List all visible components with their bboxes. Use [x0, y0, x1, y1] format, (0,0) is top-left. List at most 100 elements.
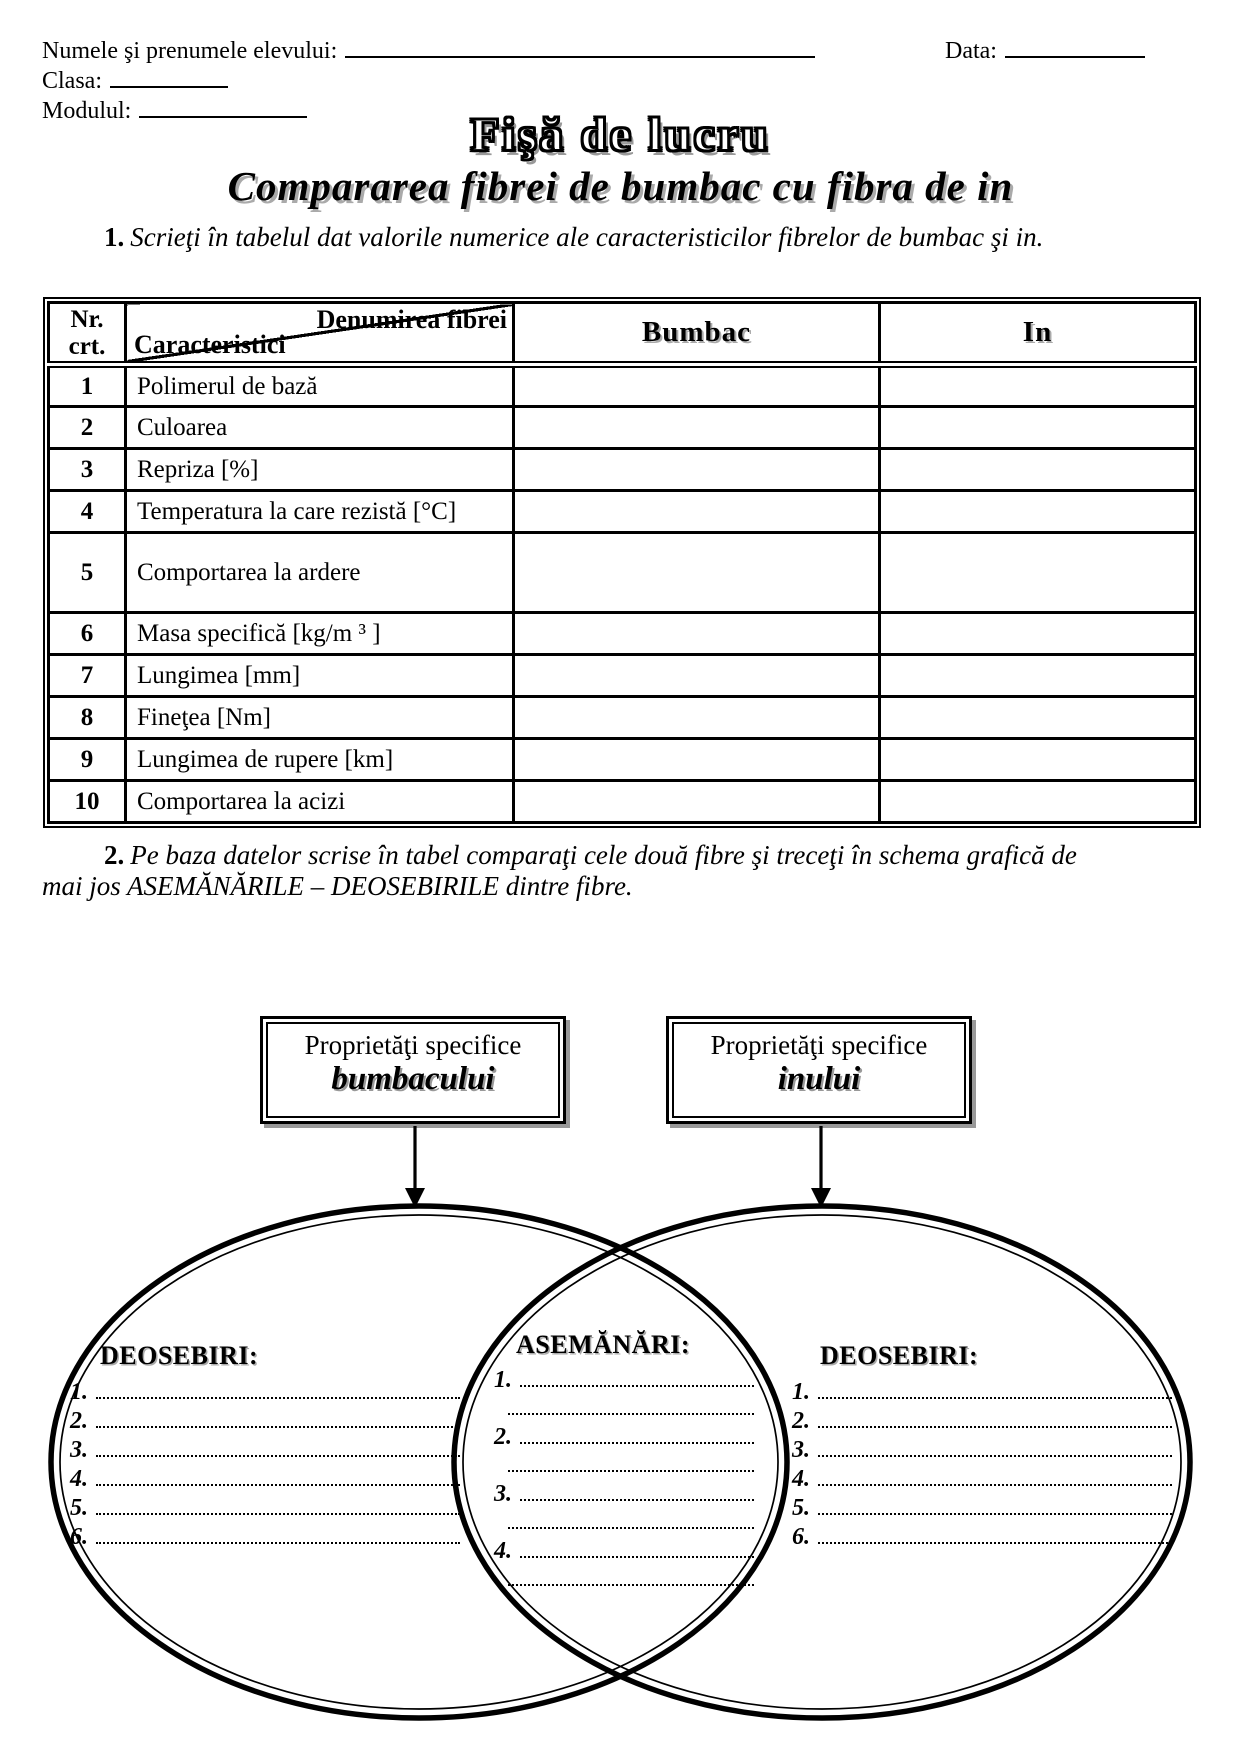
module-line: Modulul: — [42, 96, 1196, 126]
table-row: 9 Lungimea de rupere [km] — [47, 737, 1197, 782]
in-value-cell — [878, 489, 1197, 534]
item-number: 2. — [70, 1408, 88, 1434]
item-number: 4. — [70, 1466, 88, 1492]
row-label-cell: Fineţea [Nm] — [124, 695, 515, 740]
differences-right-list: 1. 2. 3. 4. 5. 6. — [792, 1376, 1174, 1550]
dotted-fill-line — [520, 1441, 754, 1444]
list-item: 3. — [70, 1434, 462, 1463]
task1-number: 1. — [104, 222, 125, 252]
right-ellipse — [451, 1203, 1193, 1721]
row-label-cell: Lungimea de rupere [km] — [124, 737, 515, 782]
module-blank-line — [139, 96, 308, 118]
dotted-fill-line — [508, 1413, 754, 1415]
in-value-cell — [878, 611, 1197, 656]
header-block: Numele şi prenumele elevului: Data: Clas… — [42, 36, 1196, 126]
list-item: 1. — [70, 1376, 462, 1405]
row-label-cell: Polimerul de bază — [124, 363, 515, 408]
dotted-fill-line — [96, 1397, 460, 1399]
differences-right-title: DEOSEBIRI: — [820, 1341, 979, 1370]
row-number-cell: 9 — [47, 737, 127, 782]
flax-box-line1: Proprietăţi specifice — [710, 1030, 928, 1060]
table-row: 10 Comportarea la acizi — [47, 779, 1197, 824]
left-ellipse — [48, 1203, 790, 1721]
dotted-fill-line — [520, 1498, 754, 1501]
dotted-fill-line — [96, 1455, 460, 1457]
bumbac-value-cell — [512, 737, 881, 782]
row-number-cell: 10 — [47, 779, 127, 824]
item-number: 1. — [792, 1379, 810, 1405]
flax-properties-box-inner: Proprietăţi specifice inului — [672, 1022, 966, 1118]
dotted-fill-line — [96, 1484, 460, 1486]
dotted-fill-line — [818, 1426, 1172, 1428]
in-value-cell — [878, 363, 1197, 408]
row-label-cell: Comportarea la ardere — [124, 531, 515, 614]
dotted-fill-line — [508, 1527, 754, 1529]
dotted-fill-line — [818, 1455, 1172, 1457]
in-value-cell — [878, 737, 1197, 782]
venn-diagram-graphic — [48, 1126, 1193, 1721]
dotted-fill-line — [96, 1513, 460, 1515]
date-label: Data: — [945, 38, 997, 64]
table-row: 4 Temperatura la care rezistă [°C] — [47, 489, 1197, 534]
name-label: Numele şi prenumele elevului: — [42, 38, 338, 64]
table-row: 8 Fineţea [Nm] — [47, 695, 1197, 740]
item-number: 2. — [792, 1408, 810, 1434]
flax-properties-box: Proprietăţi specifice inului — [666, 1016, 972, 1124]
list-item: 4. — [494, 1535, 756, 1592]
dotted-fill-line — [818, 1484, 1172, 1486]
row-label-cell: Temperatura la care rezistă [°C] — [124, 489, 515, 534]
corner-label-denumirea: Denumirea fibrei — [316, 305, 507, 335]
row-number-cell: 2 — [47, 405, 127, 450]
module-label: Modulul: — [42, 98, 132, 124]
col-header-in: In — [878, 301, 1197, 368]
bumbac-value-cell — [512, 405, 881, 450]
task2-text-line2: mai jos ASEMĂNĂRILE – DEOSEBIRILE dintre… — [42, 871, 633, 901]
date-blank-line — [1004, 36, 1145, 58]
list-item: 6. — [70, 1521, 462, 1550]
row-label-cell: Masa specifică [kg/m ³ ] — [124, 611, 515, 656]
item-number: 3. — [70, 1437, 88, 1463]
row-number-cell: 3 — [47, 447, 127, 492]
list-item: 6. — [792, 1521, 1174, 1550]
item-number: 3. — [494, 1480, 512, 1507]
row-label-cell: Repriza [%] — [124, 447, 515, 492]
row-number-cell: 4 — [47, 489, 127, 534]
left-arrow — [405, 1126, 425, 1208]
list-item: 4. — [792, 1463, 1174, 1492]
cotton-box-line2: bumbacului — [331, 1061, 495, 1097]
row-label-cell: Lungimea [mm] — [124, 653, 515, 698]
in-value-cell — [878, 405, 1197, 450]
item-number: 3. — [792, 1437, 810, 1463]
in-value-cell — [878, 531, 1197, 614]
table-row: 1 Polimerul de bază — [47, 363, 1197, 408]
table-row: 3 Repriza [%] — [47, 447, 1197, 492]
in-value-cell — [878, 447, 1197, 492]
bumbac-value-cell — [512, 695, 881, 740]
dotted-fill-line — [96, 1426, 460, 1428]
bumbac-value-cell — [512, 447, 881, 492]
item-number: 6. — [792, 1524, 810, 1550]
table-row: 6 Masa specifică [kg/m ³ ] — [47, 611, 1197, 656]
item-number: 5. — [792, 1495, 810, 1521]
flax-box-line2: inului — [777, 1061, 861, 1097]
list-item: 3. — [494, 1478, 756, 1535]
page-title: Fişă de lucru — [469, 108, 771, 162]
list-item: 5. — [70, 1492, 462, 1521]
differences-left-title: DEOSEBIRI: — [100, 1341, 259, 1370]
list-item: 1. — [494, 1364, 756, 1421]
similarities-list: 1. 2. 3. — [494, 1364, 756, 1592]
in-value-cell — [878, 695, 1197, 740]
similarities-title: ASEMĂNĂRI: — [516, 1330, 690, 1359]
class-blank-line — [110, 66, 228, 88]
task2-number: 2. — [104, 840, 125, 870]
list-item: 1. — [792, 1376, 1174, 1405]
dotted-fill-line — [818, 1542, 1172, 1544]
corner-label-caracteristici: Caracteristici — [134, 330, 286, 359]
table-row: 2 Culoarea — [47, 405, 1197, 450]
item-number: 4. — [792, 1466, 810, 1492]
dotted-fill-line — [508, 1584, 754, 1586]
item-number: 2. — [494, 1423, 512, 1450]
name-blank-line — [345, 36, 816, 58]
bumbac-value-cell — [512, 611, 881, 656]
bumbac-value-cell — [512, 779, 881, 824]
